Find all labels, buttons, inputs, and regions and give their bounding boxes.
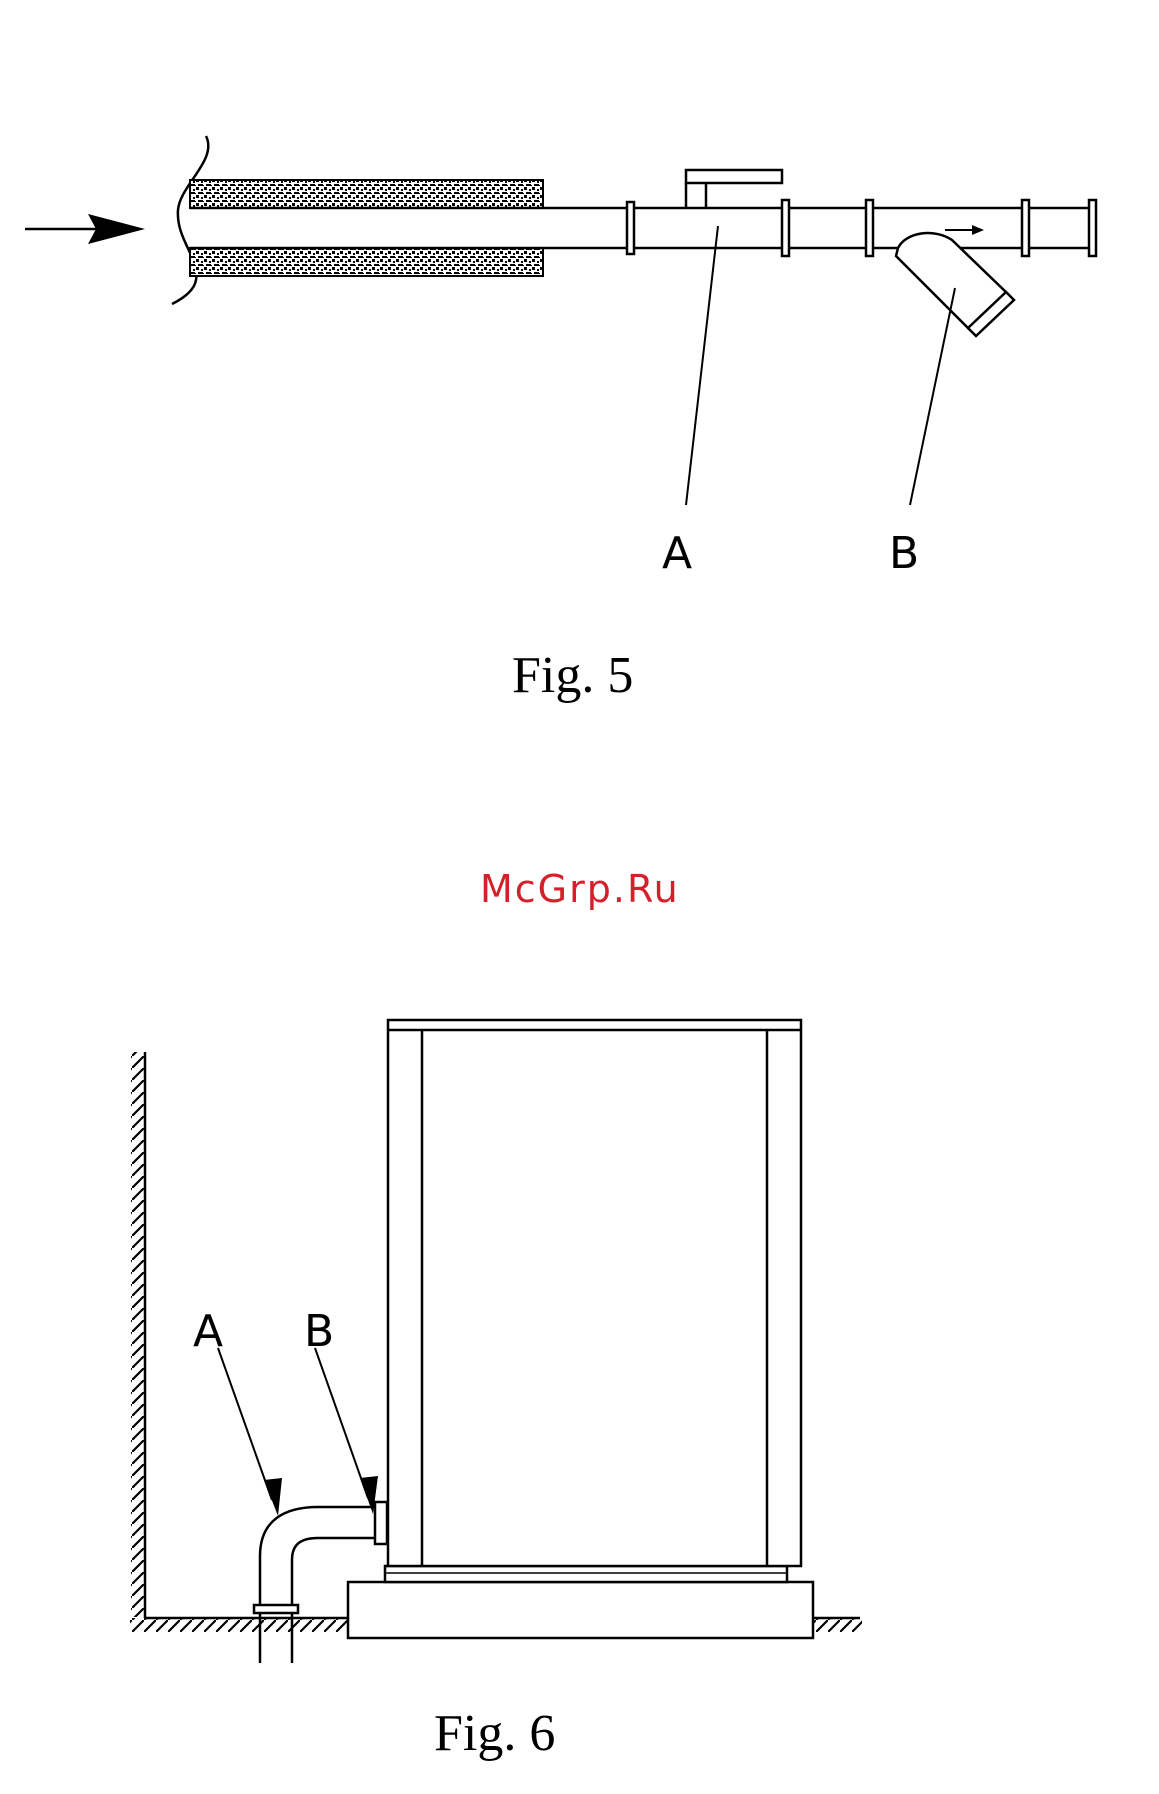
figure-6 <box>130 1020 862 1663</box>
unit-base-rail <box>385 1566 787 1582</box>
unit-base <box>348 1582 813 1638</box>
leader-line-a5 <box>686 226 718 505</box>
floor-hatching-left <box>130 1618 348 1632</box>
pipe-flange-4 <box>1022 200 1029 256</box>
label-b-fig6: B <box>304 1310 334 1354</box>
drain-pipe-coupling <box>254 1605 298 1613</box>
inflow-arrow-head <box>88 214 145 244</box>
leader-line-b6 <box>315 1348 368 1498</box>
vent-cap <box>686 170 782 183</box>
wall-hatching <box>131 1052 145 1617</box>
caption-fig6: Fig. 6 <box>434 1708 555 1760</box>
pipe-flange-2 <box>782 200 789 256</box>
wall-break-line <box>172 136 208 304</box>
pipe-flange-1 <box>627 202 634 254</box>
figure-5 <box>25 136 1096 505</box>
insulation-bottom <box>190 248 543 276</box>
leader-line-a6 <box>218 1348 272 1500</box>
label-b-fig5: B <box>889 532 919 576</box>
drain-connector <box>375 1502 387 1544</box>
pipe-flow-arrow-head <box>972 225 984 235</box>
pipe-flange-3 <box>866 200 873 256</box>
unit-cabinet <box>388 1020 801 1566</box>
pipe-flange-5 <box>1089 200 1096 256</box>
floor-hatching-right <box>812 1618 862 1632</box>
caption-fig5: Fig. 5 <box>512 650 633 702</box>
label-a-fig5: A <box>662 532 692 576</box>
watermark-text[interactable]: McGrp.Ru <box>480 870 680 908</box>
label-a-fig6: A <box>193 1310 223 1354</box>
leader-line-b5 <box>910 288 955 505</box>
leader-arrow-a6 <box>264 1478 282 1516</box>
insulation-top <box>190 180 543 208</box>
